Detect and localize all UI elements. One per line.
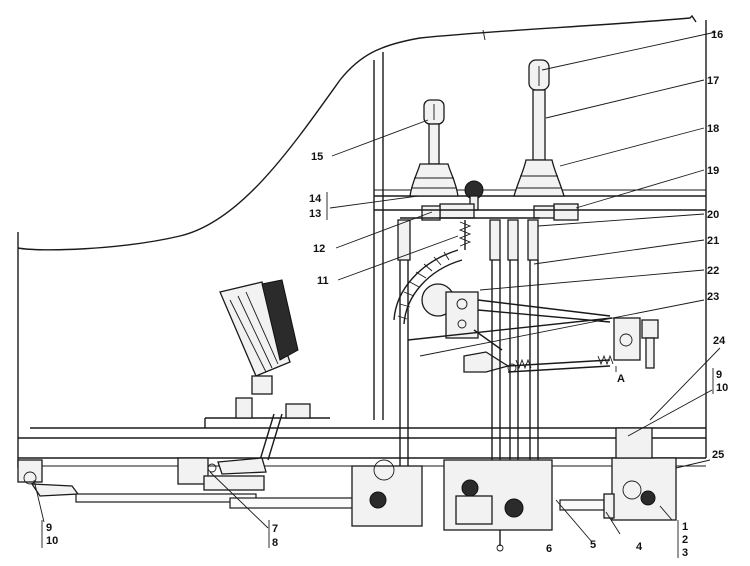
callout-19: 19 [707,165,719,177]
leader-lines [33,31,721,543]
callout-9-left: 9 [46,522,52,534]
gearbox-housings [351,427,677,552]
callout-14: 14 [309,193,322,205]
callout-5: 5 [590,539,596,551]
callout-20: 20 [707,209,719,221]
quadrant-and-pivot-plates [393,249,659,369]
callout-A: A [617,373,625,385]
linkage-rods [399,260,614,500]
callout-labels: 16 17 18 15 19 14 13 20 12 21 11 22 23 2… [41,29,728,559]
callout-21: 21 [707,235,719,247]
callout-8: 8 [272,537,278,549]
callout-24: 24 [713,335,726,347]
callout-4: 4 [636,541,643,553]
accelerator-pedal [204,279,330,461]
lower-left-linkage [17,457,361,509]
callout-15: 15 [311,151,323,163]
callout-12: 12 [313,243,325,255]
callout-1: 1 [682,521,688,533]
callout-23: 23 [707,291,719,303]
callout-6: 6 [546,543,552,555]
callout-16: 16 [711,29,723,41]
callout-3: 3 [682,547,688,559]
callout-10-left: 10 [46,535,58,547]
callout-9-right: 9 [716,369,722,381]
gear-lever-left [409,99,459,197]
gear-lever-right [513,59,565,197]
callout-25: 25 [712,449,724,461]
cab-outline [17,14,707,468]
callout-10-right: 10 [716,382,728,394]
callout-11: 11 [317,275,329,287]
callout-2: 2 [682,534,688,546]
callout-17: 17 [707,75,719,87]
callout-13: 13 [309,208,321,220]
upper-lever-mechanism [374,180,706,261]
callout-18: 18 [707,123,719,135]
callout-22: 22 [707,265,719,277]
callout-7: 7 [272,523,278,535]
